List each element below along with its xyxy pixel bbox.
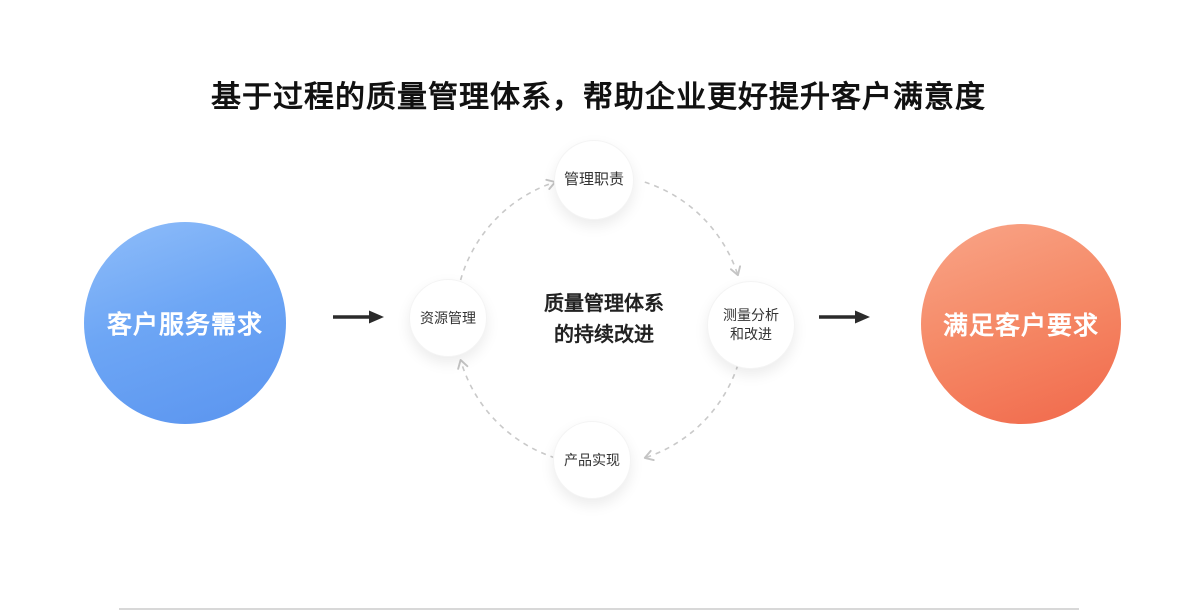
- node-measurement-analysis-improvement: 测量分析 和改进: [707, 281, 795, 369]
- node-product-realization: 产品实现: [553, 421, 631, 499]
- customer-satisfaction-label: 满足客户要求: [942, 312, 1099, 340]
- node-measurement-line2: 和改进: [730, 326, 772, 342]
- input-arrow: [333, 310, 384, 324]
- node-resource-management-label: 资源管理: [420, 309, 476, 326]
- bottom-divider: [119, 608, 1079, 610]
- diagram-title: 基于过程的质量管理体系，帮助企业更好提升客户满意度: [211, 81, 986, 114]
- node-product-realization-label: 产品实现: [564, 451, 620, 468]
- node-measurement-line1: 测量分析: [723, 307, 779, 324]
- cycle-center-caption: 质量管理体系 的持续改进: [504, 289, 704, 351]
- cycle-center-line2: 的持续改进: [554, 324, 654, 346]
- cycle-arc-bottom-to-left: [457, 359, 556, 459]
- cycle-center-line1: 质量管理体系: [544, 293, 664, 315]
- customer-satisfaction-circle: 满足客户要求: [921, 224, 1121, 424]
- cycle-arc-right-to-bottom: [643, 364, 739, 462]
- output-arrow: [819, 310, 870, 324]
- cycle-arc-left-to-top: [459, 178, 557, 281]
- node-management-responsibility-label: 管理职责: [563, 170, 624, 188]
- node-resource-management: 资源管理: [409, 279, 487, 357]
- customer-needs-circle: 客户服务需求: [84, 222, 286, 424]
- cycle-arc-top-to-right: [644, 181, 742, 277]
- node-management-responsibility: 管理职责: [554, 140, 634, 220]
- customer-needs-label: 客户服务需求: [106, 311, 263, 339]
